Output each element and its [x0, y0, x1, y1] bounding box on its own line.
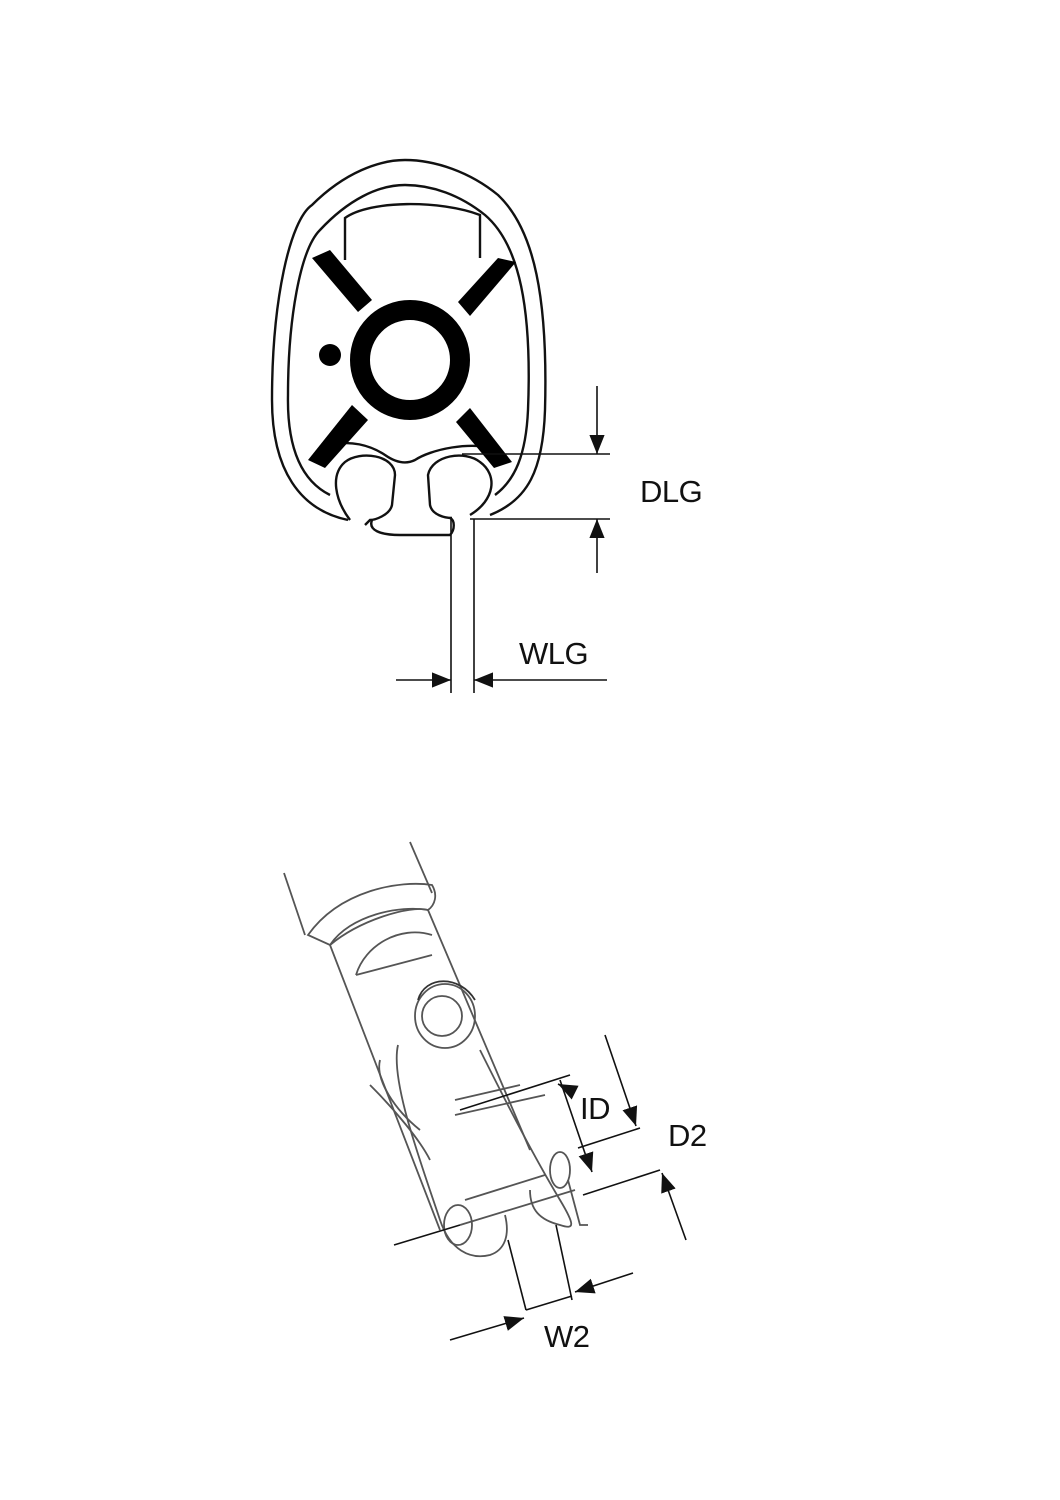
- id-dimension: [459, 1074, 594, 1173]
- wlg-dimension: [396, 519, 607, 693]
- central-tube: [350, 300, 470, 420]
- profile-outline: [270, 158, 547, 537]
- d2-dimension: [577, 1034, 687, 1241]
- profile-spider-fill: [308, 250, 516, 468]
- wlg-label: WLG: [519, 636, 589, 671]
- dlg-dimension: [462, 386, 610, 573]
- clevis-body: [283, 841, 588, 1258]
- w2-label: W2: [544, 1319, 590, 1354]
- dlg-label: DLG: [640, 474, 703, 509]
- id-label: ID: [580, 1091, 611, 1126]
- d2-label: D2: [668, 1118, 707, 1153]
- w2-dimension: [393, 1224, 634, 1341]
